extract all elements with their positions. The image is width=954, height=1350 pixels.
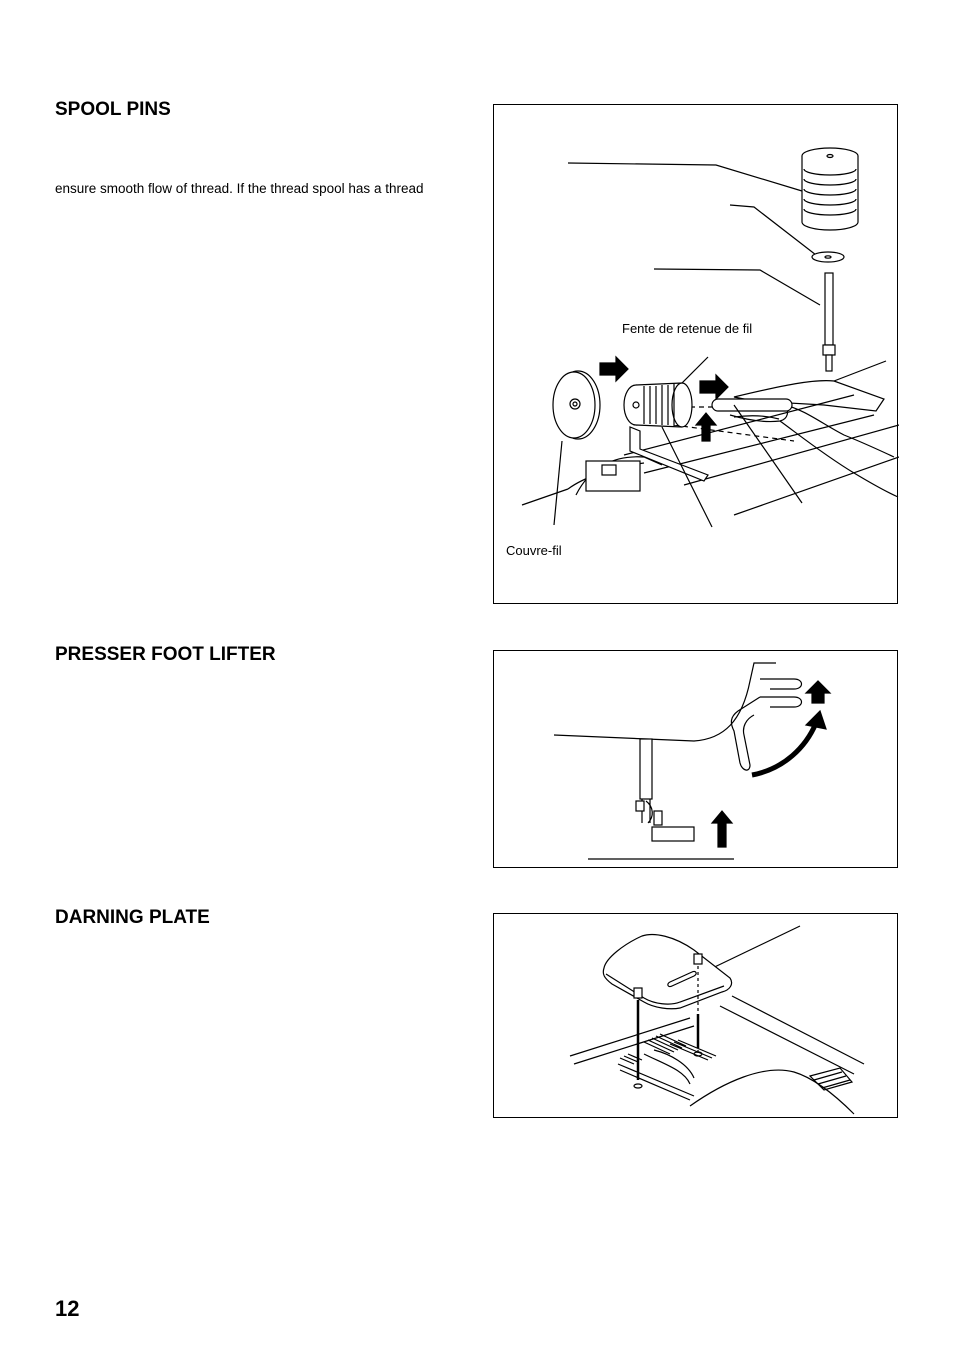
darning-plate-illustration bbox=[569, 925, 865, 1115]
spool-cap-label: Couvre-fil bbox=[506, 543, 562, 558]
darning-plate-figure bbox=[493, 913, 898, 1118]
spool-pins-illustration bbox=[521, 147, 899, 528]
darning-plate-heading: DARNING PLATE bbox=[55, 907, 210, 928]
presser-foot-lifter-illustration bbox=[553, 662, 832, 860]
spool-pins-figure: Fente de retenue de fil Couvre-fil bbox=[493, 104, 899, 604]
presser-foot-lifter-heading: PRESSER FOOT LIFTER bbox=[55, 644, 276, 665]
thread-slot-label: Fente de retenue de fil bbox=[622, 321, 753, 336]
presser-foot-lifter-figure bbox=[493, 650, 898, 868]
spool-pins-heading: SPOOL PINS bbox=[55, 99, 171, 120]
spool-pins-text: ensure smooth flow of thread. If the thr… bbox=[55, 181, 424, 196]
page-number: 12 bbox=[55, 1296, 80, 1321]
